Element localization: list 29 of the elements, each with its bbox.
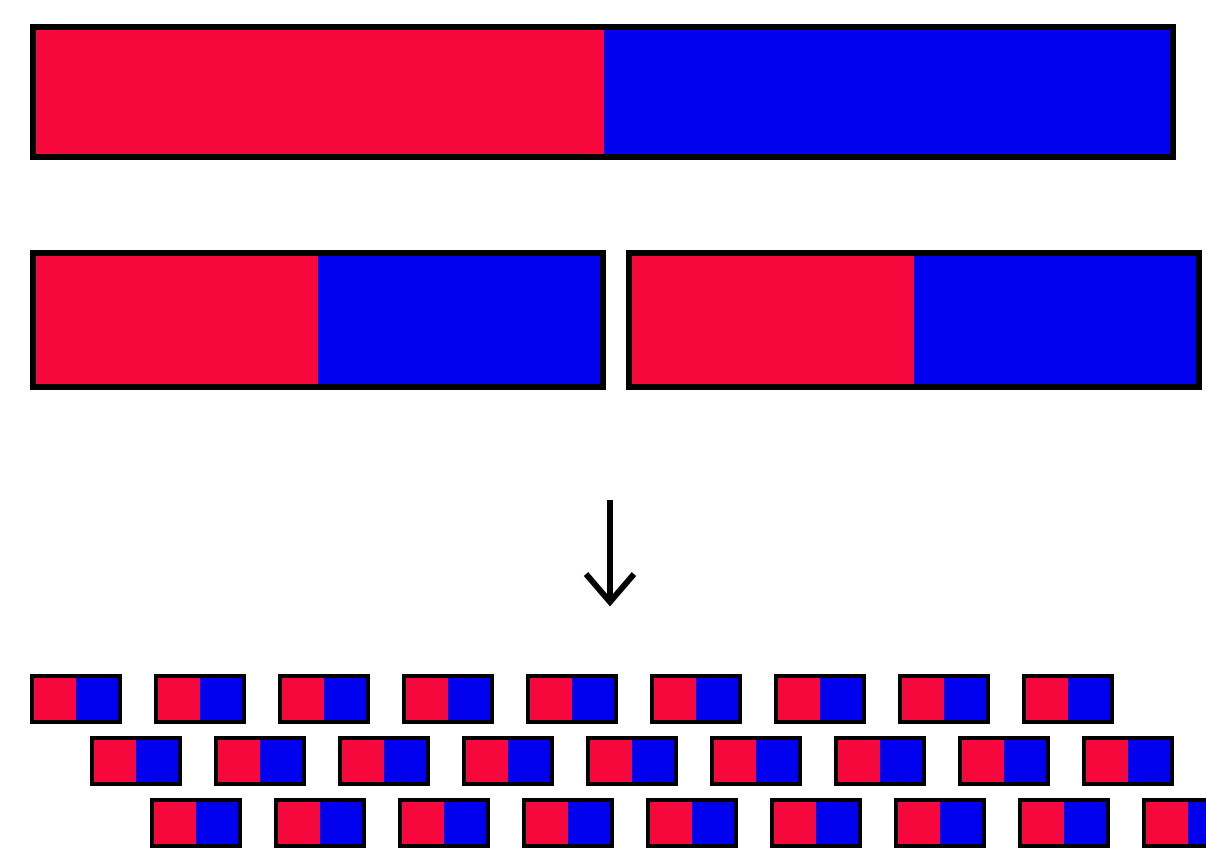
magnet-bar xyxy=(150,798,242,848)
magnet-bar xyxy=(30,250,606,390)
magnet-bar xyxy=(710,736,802,786)
magnet-bar xyxy=(646,798,738,848)
magnet-bar xyxy=(30,674,122,724)
magnet-bar xyxy=(894,798,986,848)
magnet-bar xyxy=(626,250,1202,390)
magnet-bar xyxy=(90,736,182,786)
magnet-bar xyxy=(462,736,554,786)
magnet-bar xyxy=(898,674,990,724)
magnet-bar xyxy=(278,674,370,724)
magnet-bar xyxy=(214,736,306,786)
magnet-bar xyxy=(1022,674,1114,724)
magnet-bar xyxy=(958,736,1050,786)
magnet-bar xyxy=(1082,736,1174,786)
magnet-bar xyxy=(338,736,430,786)
magnet-bar xyxy=(30,24,1176,160)
magnet-bar xyxy=(522,798,614,848)
magnet-bar xyxy=(274,798,366,848)
magnet-bar xyxy=(650,674,742,724)
magnet-bar xyxy=(526,674,618,724)
magnet-bar xyxy=(770,798,862,848)
magnet-bar xyxy=(402,674,494,724)
magnet-bar xyxy=(398,798,490,848)
magnet-bar xyxy=(154,674,246,724)
magnet-bar xyxy=(774,674,866,724)
magnet-bar xyxy=(586,736,678,786)
magnet-bar xyxy=(1018,798,1110,848)
magnet-bar xyxy=(834,736,926,786)
